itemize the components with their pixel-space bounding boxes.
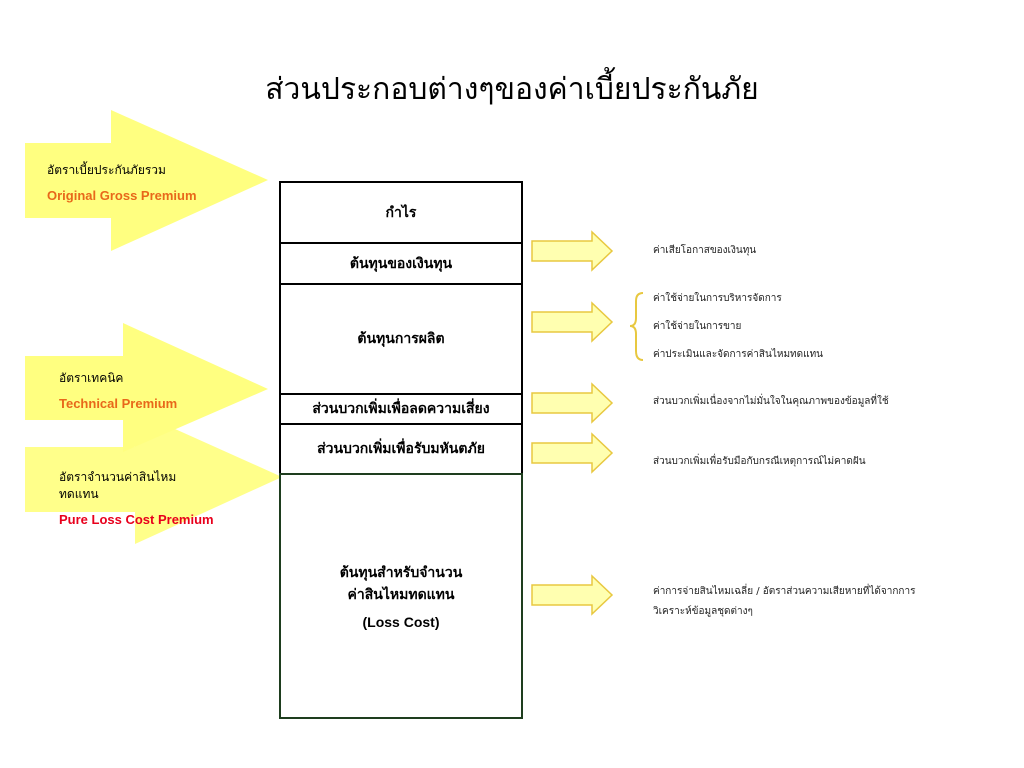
technical-premium-arrow [25, 323, 268, 452]
component-loss-cost: ต้นทุนสำหรับจำนวน ค่าสินไหมทดแทน (Loss C… [279, 473, 523, 719]
technical-premium-label-th: อัตราเทคนิค [59, 371, 124, 385]
gross-premium-label-en: Original Gross Premium [47, 188, 197, 203]
component-risk-margin: ส่วนบวกเพิ่มเพื่อลดความเสี่ยง [279, 393, 523, 425]
component-profit-label: กำไร [385, 204, 417, 221]
pure-loss-arrow [25, 411, 282, 544]
risk-arrow [531, 382, 614, 424]
technical-premium-label-en: Technical Premium [59, 396, 178, 411]
note-production-1: ค่าใช้จ่ายในการบริหารจัดการ [653, 293, 782, 304]
note-production-2: ค่าใช้จ่ายในการขาย [653, 321, 742, 332]
pure-loss-label-th-1: อัตราจำนวนค่าสินไหม [59, 470, 177, 484]
pure-loss-label-th-2: ทดแทน [59, 487, 99, 501]
production-arrow [531, 301, 614, 343]
note-capital: ค่าเสียโอกาสของเงินทุน [653, 245, 757, 256]
loss-cost-arrow [531, 574, 614, 616]
small-arrows [531, 230, 614, 616]
diagram-title: ส่วนประกอบต่างๆของค่าเบี้ยประกันภัย [265, 72, 759, 107]
component-catastrophe-margin: ส่วนบวกเพิ่มเพื่อรับมหันตภัย [279, 423, 523, 475]
component-profit: กำไร [279, 181, 523, 244]
component-loss-cost-label-2: ค่าสินไหมทดแทน [347, 587, 455, 603]
pure-loss-label-en: Pure Loss Cost Premium [59, 512, 214, 527]
component-loss-cost-label-1: ต้นทุนสำหรับจำนวน [339, 565, 463, 581]
component-production-cost-label: ต้นทุนการผลิต [357, 331, 445, 347]
note-risk: ส่วนบวกเพิ่มเนื่องจากไม่มั่นใจในคุณภาพขอ… [653, 396, 889, 407]
note-catastrophe: ส่วนบวกเพิ่มเพื่อรับมือกับกรณีเหตุการณ์ไ… [653, 456, 866, 467]
note-loss-2: วิเคราะห์ข้อมูลชุดต่างๆ [653, 606, 753, 617]
note-loss-1: ค่าการจ่ายสินไหมเฉลี่ย / อัตราส่วนความเส… [653, 586, 916, 597]
component-catastrophe-margin-label: ส่วนบวกเพิ่มเพื่อรับมหันตภัย [317, 441, 485, 457]
component-risk-margin-label: ส่วนบวกเพิ่มเพื่อลดความเสี่ยง [312, 401, 490, 417]
gross-premium-arrow [25, 110, 268, 251]
production-brace [629, 292, 644, 361]
component-loss-cost-label-en: (Loss Cost) [362, 614, 440, 630]
component-capital-cost-label: ต้นทุนของเงินทุน [349, 255, 453, 272]
component-capital-cost: ต้นทุนของเงินทุน [279, 242, 523, 285]
catastrophe-arrow [531, 432, 614, 474]
capital-arrow [531, 230, 614, 272]
note-production-3: ค่าประเมินและจัดการค่าสินไหมทดแทน [653, 349, 823, 360]
gross-premium-label-th: อัตราเบี้ยประกันภัยรวม [47, 163, 166, 177]
component-production-cost: ต้นทุนการผลิต [279, 283, 523, 395]
premium-components-stack: กำไร ต้นทุนของเงินทุน ต้นทุนการผลิต ส่วน… [279, 181, 523, 719]
